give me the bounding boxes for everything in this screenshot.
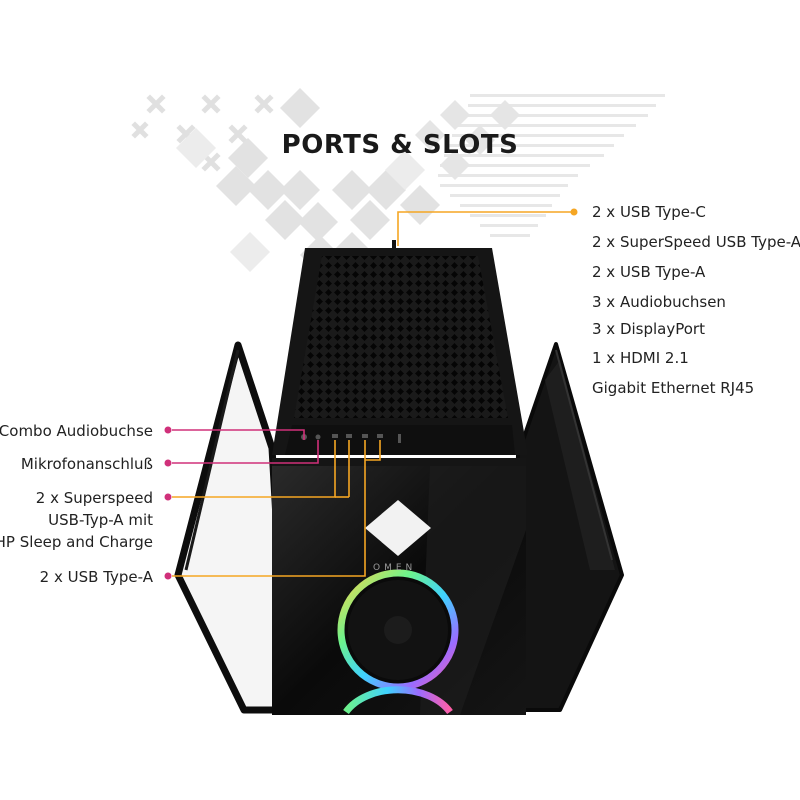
- case-top: [272, 240, 528, 455]
- case-front: [272, 458, 526, 715]
- rgb-fan-bottom: [343, 686, 453, 715]
- rear-port-item: Gigabit Ethernet RJ45: [592, 379, 755, 397]
- right-side-panel: [510, 342, 624, 712]
- left-side-panel: [174, 341, 291, 714]
- rear-port-item: 3 x DisplayPort: [592, 320, 705, 338]
- rgb-fan-top: [337, 569, 459, 691]
- rear-port-item: 2 x USB Type-C: [592, 203, 706, 221]
- front-port-label-line: 2 x Superspeed: [35, 489, 153, 507]
- front-port-label-line: HP Sleep and Charge: [0, 533, 153, 551]
- front-port-label-mic: Mikrofonanschluß: [20, 455, 153, 473]
- omen-logo-icon: [365, 500, 431, 556]
- rear-port-item: 1 x HDMI 2.1: [592, 349, 689, 367]
- rear-ports-callout-line: [397, 208, 578, 246]
- front-port-label-usb-a: 2 x USB Type-A: [39, 568, 153, 586]
- background-pattern: [131, 88, 665, 275]
- rear-port-item: 3 x Audiobuchsen: [592, 293, 726, 311]
- front-port-label-line: USB-Typ-A mit: [48, 511, 153, 529]
- rear-port-item: 2 x SuperSpeed USB Type-A: [592, 233, 800, 251]
- page-title: PORTS & SLOTS: [281, 130, 519, 160]
- rear-port-item: 2 x USB Type-A: [592, 263, 706, 281]
- front-port-label-audio: Combo Audiobuchse: [0, 422, 153, 440]
- omen-logo-text: OMEN: [373, 563, 417, 573]
- front-ports-callout-lines: [164, 426, 381, 580]
- front-port-label-superspeed: 2 x Superspeed USB-Typ-A mit HP Sleep an…: [0, 487, 153, 553]
